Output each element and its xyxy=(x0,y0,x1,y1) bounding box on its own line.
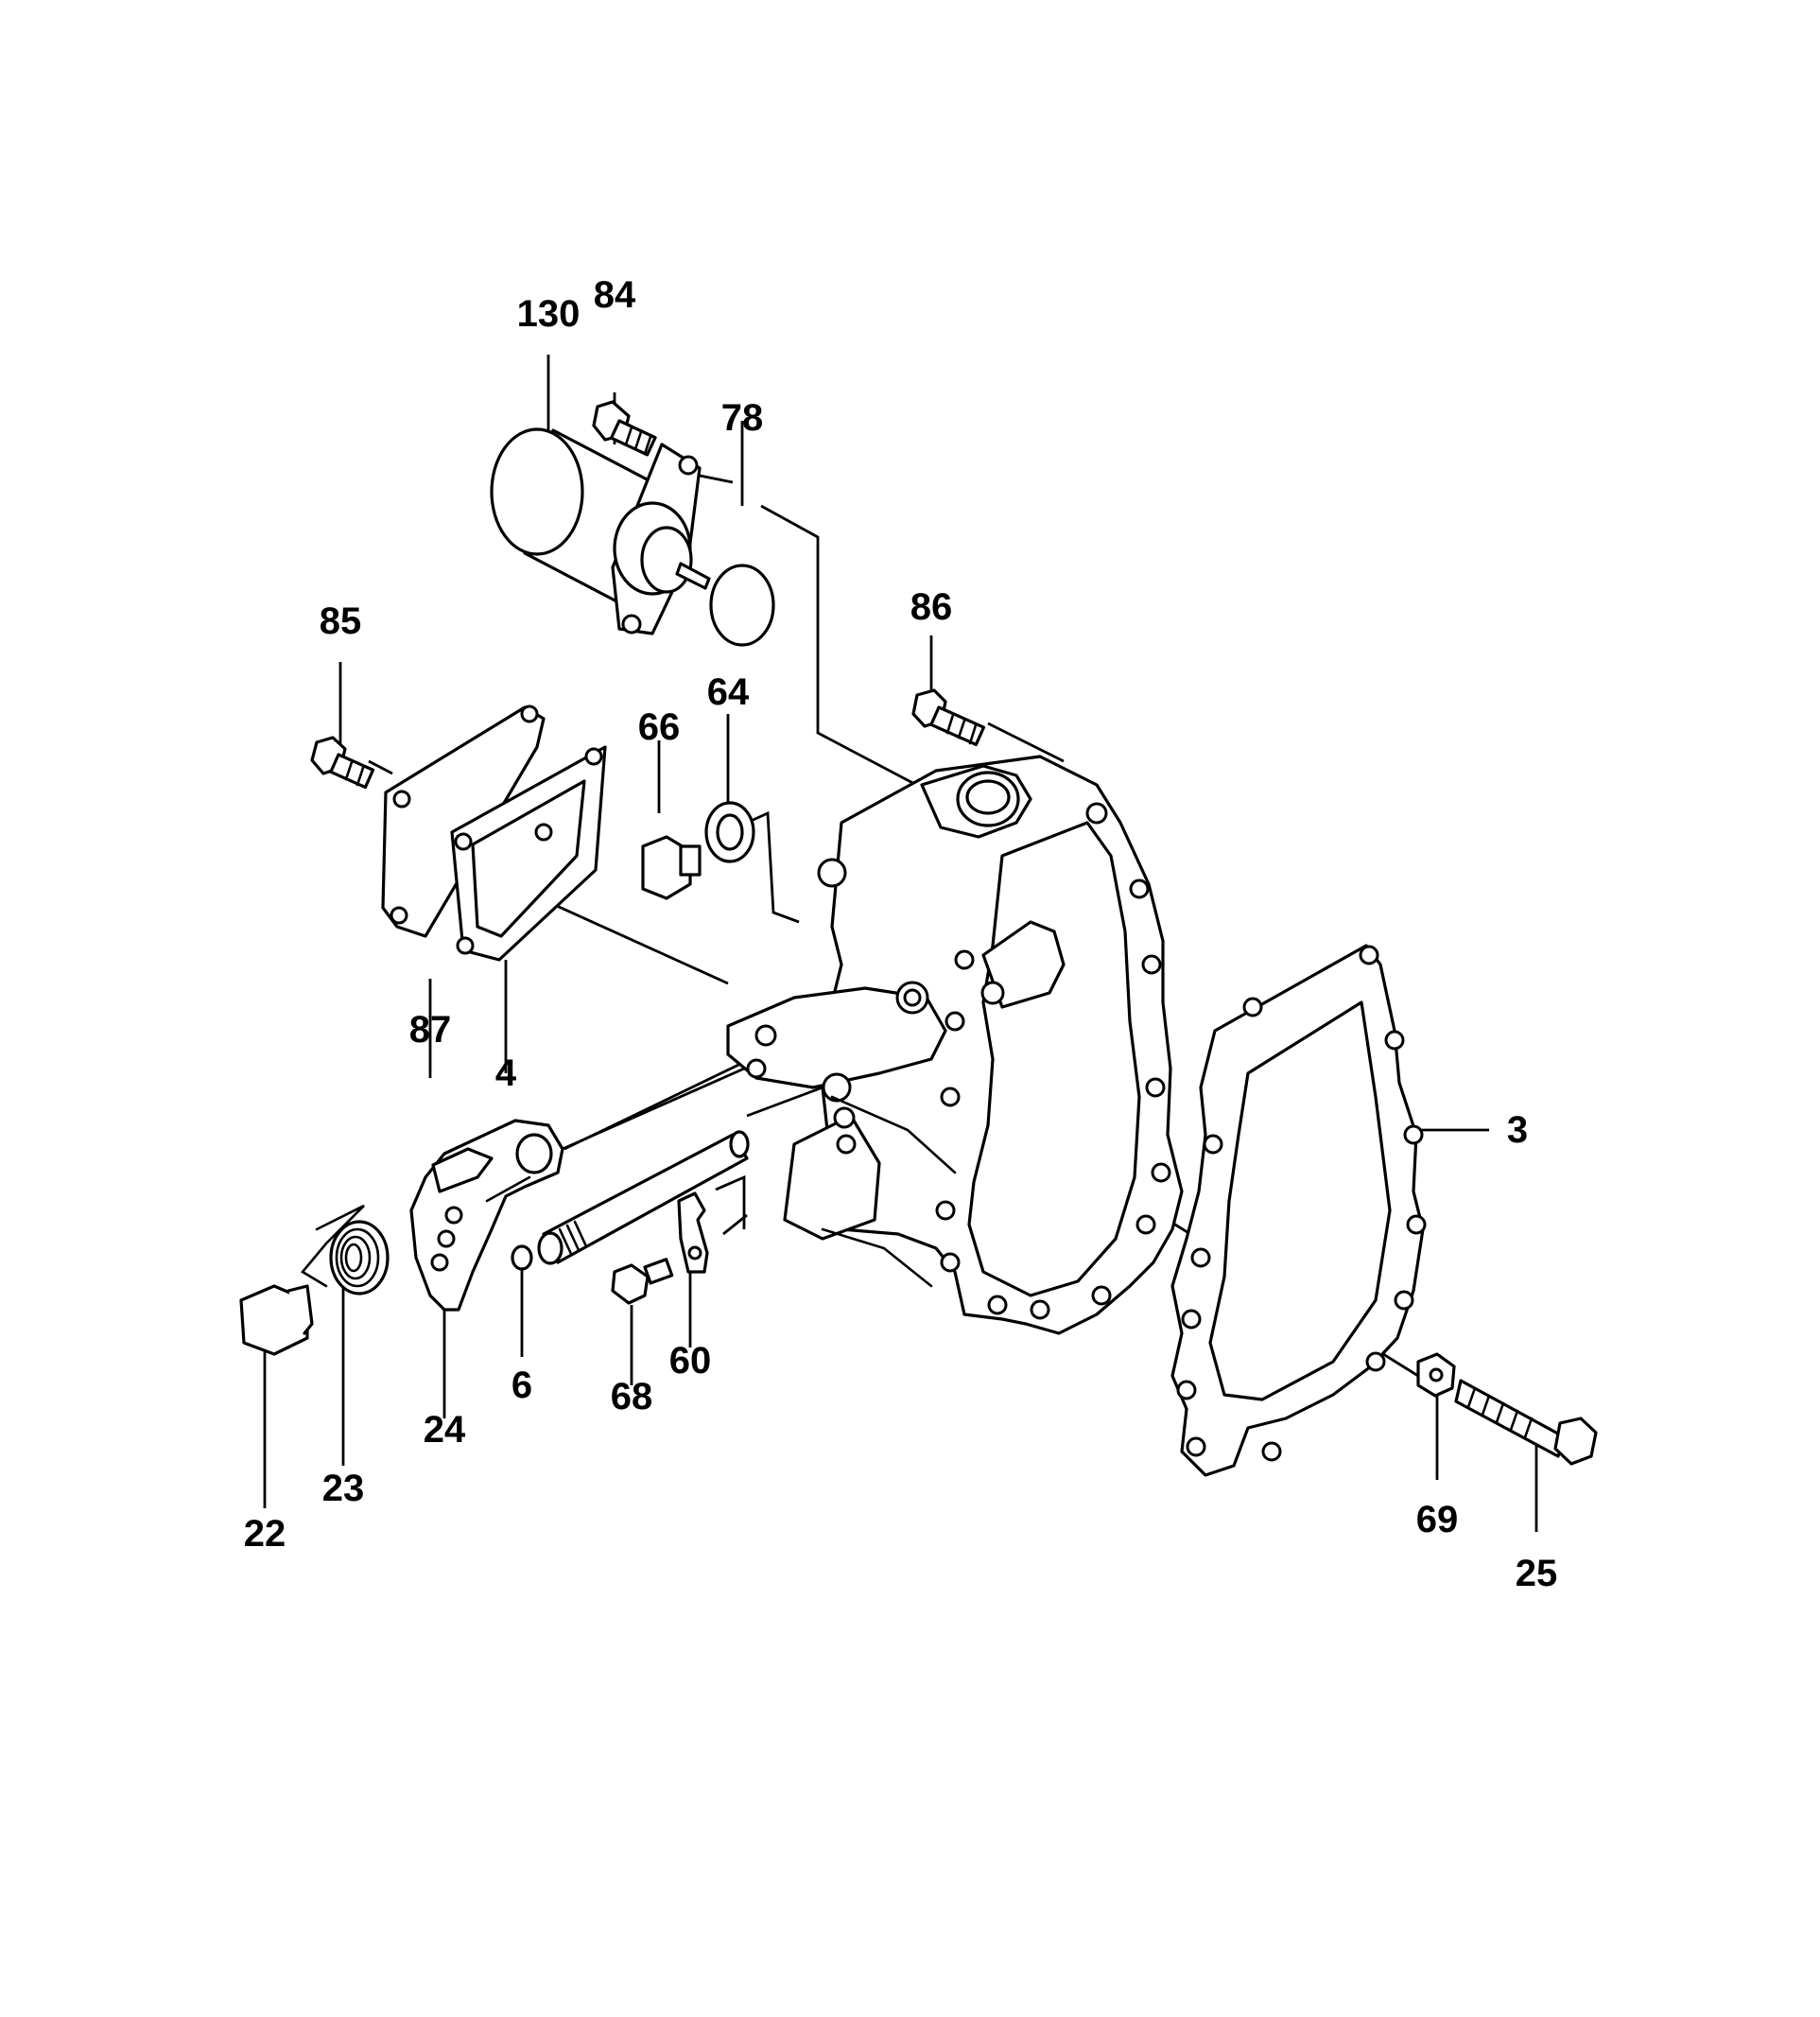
callout-4: 4 xyxy=(495,1052,517,1094)
bolt-84 xyxy=(592,400,657,457)
callout-24: 24 xyxy=(424,1409,466,1451)
callout-3: 3 xyxy=(1507,1109,1528,1151)
plug-22 xyxy=(239,1284,314,1356)
washer-64 xyxy=(704,801,755,863)
bolt-85 xyxy=(310,736,375,790)
callout-68: 68 xyxy=(611,1376,653,1417)
spring-23 xyxy=(301,1204,390,1295)
governor-shaft xyxy=(537,1130,750,1265)
lever-24 xyxy=(409,1119,564,1312)
callout-66: 66 xyxy=(638,706,681,748)
bolt-25 xyxy=(1454,1379,1598,1466)
governor-housing xyxy=(726,755,1184,1335)
callout-86: 86 xyxy=(910,586,953,628)
callout-60: 60 xyxy=(669,1340,712,1382)
plug-66 xyxy=(641,835,702,900)
o-ring-78 xyxy=(709,564,775,647)
callout-25: 25 xyxy=(1516,1553,1558,1594)
gasket-4 xyxy=(450,745,607,962)
bolt-86 xyxy=(911,688,986,747)
nut-69 xyxy=(1416,1352,1456,1398)
bolt-68 xyxy=(611,1258,674,1305)
callout-labels: 130 84 78 86 85 64 66 87 4 3 22 23 24 6 … xyxy=(244,274,1558,1594)
callout-85: 85 xyxy=(320,600,362,642)
o-ring-6 xyxy=(511,1244,533,1271)
callout-78: 78 xyxy=(721,397,764,439)
callout-22: 22 xyxy=(244,1513,286,1555)
callout-87: 87 xyxy=(409,1009,452,1051)
callout-6: 6 xyxy=(511,1365,532,1406)
solenoid-130 xyxy=(490,427,711,635)
clip-60 xyxy=(677,1191,709,1274)
callout-64: 64 xyxy=(707,671,750,713)
callout-23: 23 xyxy=(322,1468,365,1509)
gasket-3 xyxy=(1170,944,1427,1477)
callout-69: 69 xyxy=(1416,1499,1459,1540)
callout-84: 84 xyxy=(594,274,636,316)
callout-130: 130 xyxy=(517,293,581,335)
